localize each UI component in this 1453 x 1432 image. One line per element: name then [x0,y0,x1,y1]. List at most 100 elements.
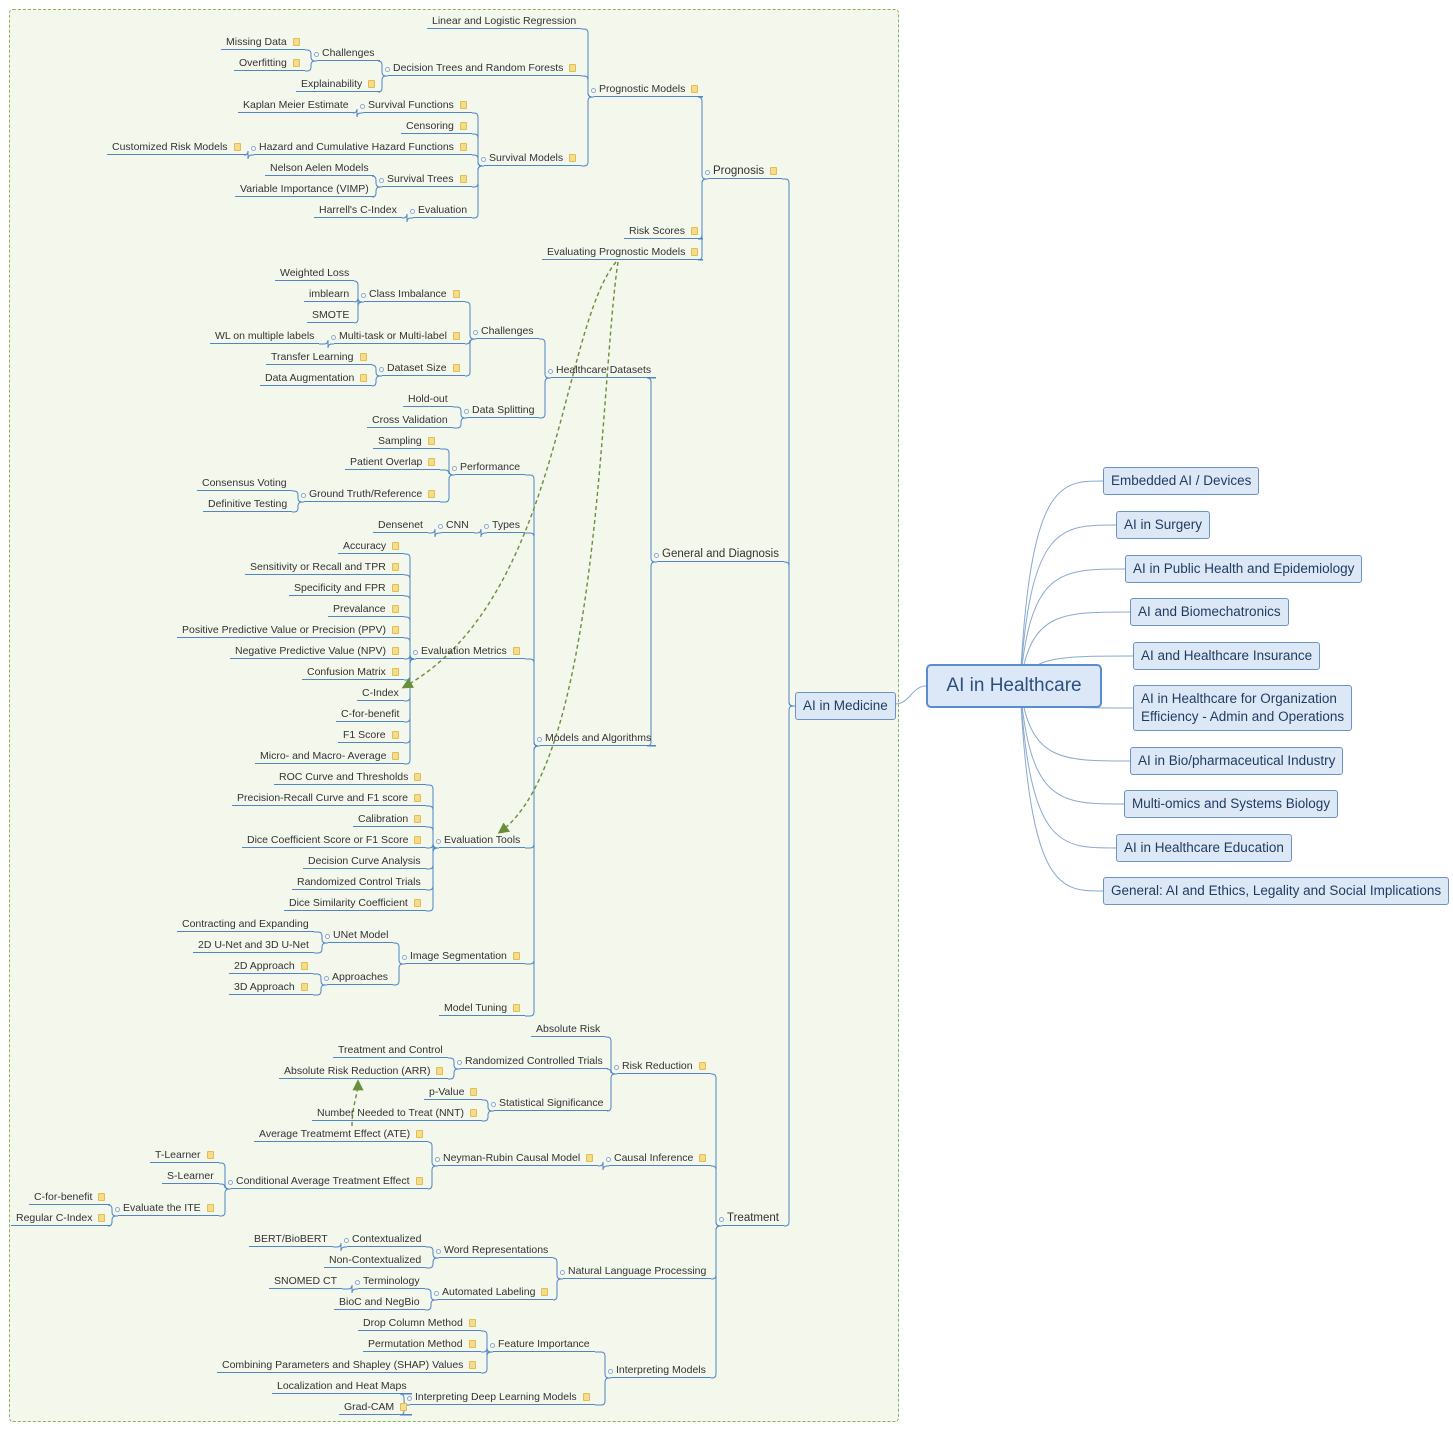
topic-cforb[interactable]: C-for-benefit [336,708,405,722]
topic-evalite[interactable]: Evaluate the ITE [118,1202,219,1216]
topic-interpdl[interactable]: Interpreting Deep Learning Models [410,1391,595,1405]
topic-evalprog[interactable]: Evaluating Prognostic Models [542,246,704,260]
collapse-toggle[interactable] [344,1238,349,1243]
collapse-toggle[interactable] [410,209,415,214]
topic-micromacro[interactable]: Micro- and Macro- Average [255,750,405,764]
topic-unet[interactable]: UNet Model [328,929,394,943]
collapse-toggle[interactable] [464,409,469,414]
main-topic-3[interactable]: AI in Public Health and Epidemiology [1125,555,1363,583]
topic-surv-models[interactable]: Survival Models [484,152,582,166]
topic-context[interactable]: Contextualized [347,1233,427,1247]
collapse-toggle[interactable] [361,293,366,298]
topic-confmat[interactable]: Confusion Matrix [302,666,404,680]
collapse-toggle[interactable] [379,178,384,183]
topic-linreg[interactable]: Linear and Logistic Regression [427,15,582,29]
topic-statsig[interactable]: Statistical Significance [494,1097,609,1111]
topic-crossval[interactable]: Cross Validation [367,414,453,428]
topic-types[interactable]: Types [487,519,526,533]
topic-prog-models[interactable]: Prognostic Models [594,83,704,97]
collapse-toggle[interactable] [608,1369,613,1374]
topic-app2d[interactable]: 2D Approach [229,960,313,974]
collapse-toggle[interactable] [434,1291,439,1296]
topic-causal[interactable]: Causal Inference [609,1152,712,1166]
topic-snomed[interactable]: SNOMED CT [269,1275,342,1289]
topic-permut[interactable]: Permutation Method [363,1338,481,1352]
topic-heatmaps[interactable]: Localization and Heat Maps [272,1380,412,1394]
collapse-toggle[interactable] [606,1157,611,1162]
topic-regcindex[interactable]: Regular C-Index [11,1212,111,1226]
topic-slearner[interactable]: S-Learner [162,1170,219,1184]
topic-spec[interactable]: Specificity and FPR [289,582,404,596]
topic-custrisk[interactable]: Customized Risk Models [107,141,246,155]
topic-imgseg[interactable]: Image Segmentation [405,950,525,964]
topic-modtune[interactable]: Model Tuning [439,1002,526,1016]
topic-roc[interactable]: ROC Curve and Thresholds [274,771,427,785]
collapse-toggle[interactable] [251,146,256,151]
collapse-toggle[interactable] [402,955,407,960]
topic-dssize[interactable]: Dataset Size [382,362,465,376]
topic-dicef1[interactable]: Dice Coefficient Score or F1 Score [242,834,427,848]
topic-evalmet[interactable]: Evaluation Metrics [416,645,525,659]
topic-hc-chal[interactable]: Challenges [476,325,539,339]
topic-sampling[interactable]: Sampling [373,435,440,449]
collapse-toggle[interactable] [228,1180,233,1185]
topic-dtrf[interactable]: Decision Trees and Random Forests [388,62,582,76]
main-topic-10[interactable]: General: AI and Ethics, Legality and Soc… [1103,877,1450,905]
topic-dicesim[interactable]: Dice Similarity Coefficient [284,897,426,911]
topic-surv-fn[interactable]: Survival Functions [363,99,472,113]
collapse-toggle[interactable] [705,170,710,175]
collapse-toggle[interactable] [614,1065,619,1070]
topic-consensus[interactable]: Consensus Voting [197,477,292,491]
collapse-toggle[interactable] [355,1280,360,1285]
topic-harrell[interactable]: Harrell's C-Index [314,204,402,218]
topic-tlearner[interactable]: T-Learner [150,1149,219,1163]
main-topic-5[interactable]: AI and Healthcare Insurance [1133,642,1321,670]
topic-f1[interactable]: F1 Score [338,729,404,743]
collapse-toggle[interactable] [457,1060,462,1065]
topic-shap[interactable]: Combining Parameters and Shapley (SHAP) … [217,1359,482,1373]
central-topic[interactable]: AI in Healthcare [926,664,1102,708]
topic-accuracy[interactable]: Accuracy [338,540,405,554]
topic-bioc[interactable]: BioC and NegBio [334,1296,425,1310]
collapse-toggle[interactable] [452,466,457,471]
collapse-toggle[interactable] [407,1396,412,1401]
topic-unet23[interactable]: 2D U-Net and 3D U-Net [193,939,314,953]
topic-smote[interactable]: SMOTE [307,309,355,323]
topic-prognosis[interactable]: Prognosis [708,165,783,179]
topic-classimb[interactable]: Class Imbalance [364,288,465,302]
main-topic-7[interactable]: AI in Bio/pharmaceutical Industry [1130,747,1344,775]
topic-cnn[interactable]: CNN [441,519,474,533]
topic-autolabel[interactable]: Automated Labeling [437,1286,554,1300]
topic-absrisk[interactable]: Absolute Risk [531,1023,606,1037]
topic-terminology[interactable]: Terminology [358,1275,425,1289]
main-topic-2[interactable]: AI in Surgery [1116,511,1211,539]
topic-riskred[interactable]: Risk Reduction [617,1060,711,1074]
topic-contract[interactable]: Contracting and Expanding [177,918,314,932]
topic-evaltools[interactable]: Evaluation Tools [439,834,526,848]
topic-vimp[interactable]: Variable Importance (VIMP) [235,183,374,197]
collapse-toggle[interactable] [490,1343,495,1348]
main-topic-8[interactable]: Multi-omics and Systems Biology [1124,790,1339,818]
topic-perf[interactable]: Performance [455,461,526,475]
topic-wlmulti[interactable]: WL on multiple labels [210,330,320,344]
main-topic-1[interactable]: Embedded AI / Devices [1103,467,1260,495]
topic-arr[interactable]: Absolute Risk Reduction (ARR) [279,1065,449,1079]
topic-treatctrl[interactable]: Treatment and Control [333,1044,448,1058]
topic-hcdata[interactable]: Healthcare Datasets [551,364,657,378]
topic-missing[interactable]: Missing Data [221,36,305,50]
topic-censor[interactable]: Censoring [401,120,472,134]
topic-hazard[interactable]: Hazard and Cumulative Hazard Functions [254,141,472,155]
topic-densenet[interactable]: Densenet [373,519,428,533]
topic-overfit[interactable]: Overfitting [234,57,305,71]
collapse-toggle[interactable] [654,553,659,558]
topic-prev[interactable]: Prevalance [328,603,404,617]
topic-holdout[interactable]: Hold-out [403,393,453,407]
collapse-toggle[interactable] [325,934,330,939]
topic-neyman[interactable]: Neyman-Rubin Causal Model [438,1152,599,1166]
topic-approaches[interactable]: Approaches [327,971,394,985]
collapse-toggle[interactable] [484,524,489,529]
collapse-toggle[interactable] [331,335,336,340]
topic-kaplan[interactable]: Kaplan Meier Estimate [238,99,354,113]
topic-sens[interactable]: Sensitivity or Recall and TPR [245,561,404,575]
topic-dt-chal[interactable]: Challenges [317,47,380,61]
